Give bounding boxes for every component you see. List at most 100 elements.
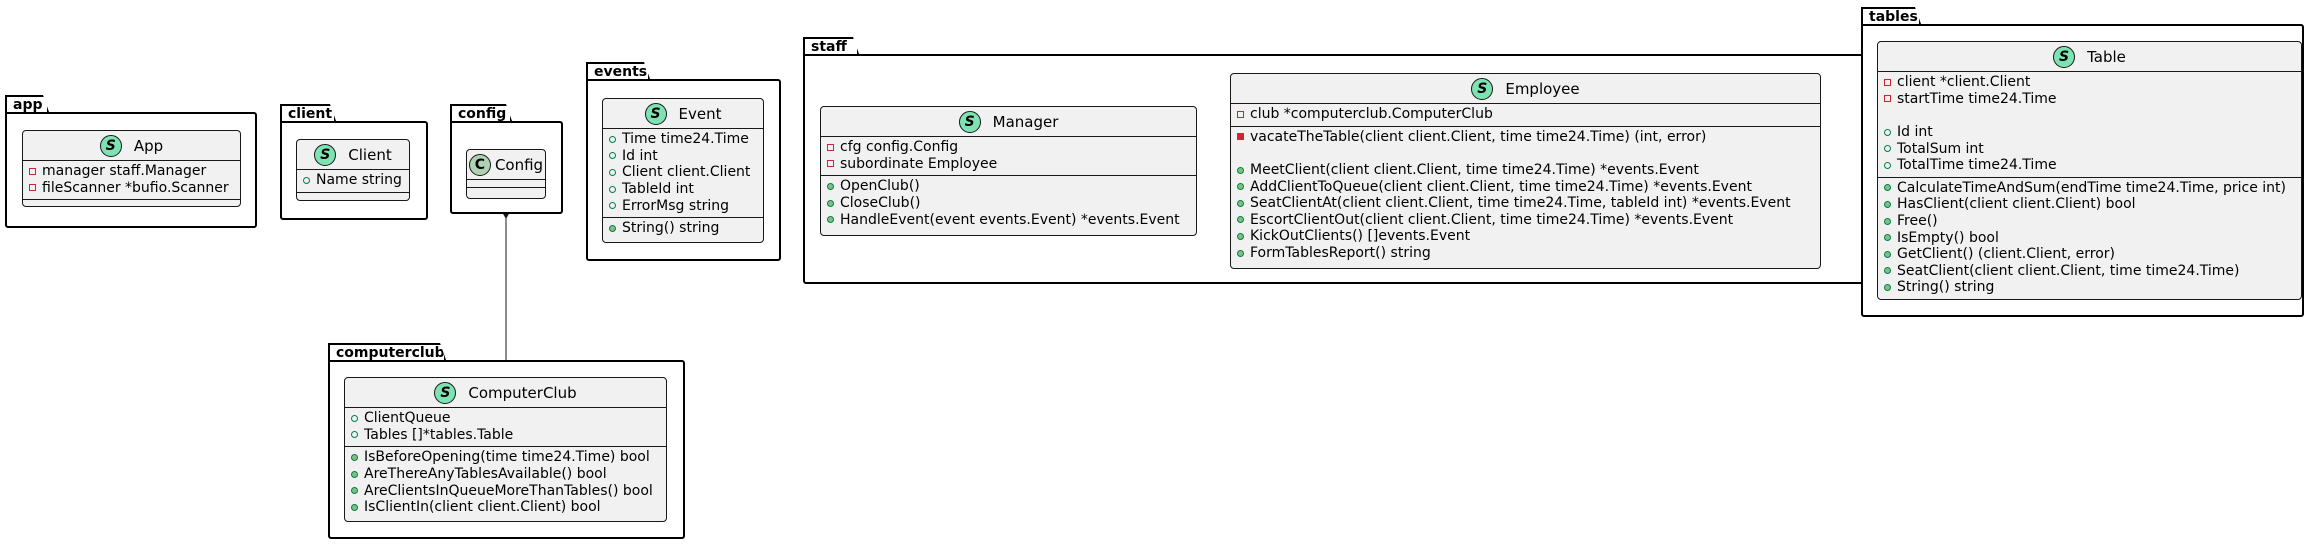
field-row: club *computerclub.ComputerClub: [1237, 106, 1814, 123]
method-section: IsBeforeOpening(time time24.Time) bool A…: [345, 447, 666, 518]
public-marker-icon: [1884, 145, 1891, 153]
method-row: FormTablesReport() string: [1237, 245, 1814, 262]
field-section: ClientQueue Tables []*tables.Table: [345, 408, 666, 448]
class-table: S Table client *client.Client startTime …: [1877, 41, 2302, 300]
method-text: AddClientToQueue(client client.Client, t…: [1250, 178, 1752, 195]
class-header: S Event: [603, 99, 763, 129]
field-text: ErrorMsg string: [622, 197, 730, 214]
public-method-marker-icon: [1884, 267, 1891, 275]
method-row: HandleEvent(event events.Event) *events.…: [827, 211, 1190, 228]
private-marker-icon: [1884, 78, 1891, 86]
class-header: S Employee: [1231, 74, 1820, 104]
class-header: S Table: [1878, 42, 2301, 72]
package-computerclub: computerclub S ComputerClub ClientQueue …: [328, 343, 685, 539]
method-row: AreThereAnyTablesAvailable() bool: [351, 466, 660, 483]
struct-badge-icon: S: [644, 102, 667, 125]
field-text: Client client.Client: [622, 164, 751, 181]
field-row: TotalTime time24.Time: [1884, 157, 2295, 174]
field-section: club *computerclub.ComputerClub: [1231, 104, 1820, 127]
package-tables: tables S Table client *client.Client sta…: [1861, 7, 2304, 317]
field-text: Id int: [622, 147, 658, 164]
field-text: Tables []*tables.Table: [364, 426, 514, 443]
method-text: AreClientsInQueueMoreThanTables() bool: [364, 482, 653, 499]
public-marker-icon: [609, 152, 616, 160]
field-row: Name string: [303, 172, 403, 189]
field-text: startTime time24.Time: [1897, 90, 2057, 107]
struct-badge-icon: S: [958, 110, 981, 133]
field-row: client *client.Client: [1884, 74, 2295, 91]
package-app: app S App manager staff.Manager fileScan…: [5, 95, 257, 228]
method-text: AreThereAnyTablesAvailable() bool: [364, 466, 607, 483]
public-method-marker-icon: [1237, 216, 1244, 224]
method-row: EscortClientOut(client client.Client, ti…: [1237, 212, 1814, 229]
class-header: S Client: [297, 140, 409, 170]
private-method-marker-icon: [1237, 133, 1244, 141]
public-marker-icon: [351, 414, 358, 422]
public-marker-icon: [609, 168, 616, 176]
public-method-marker-icon: [351, 453, 358, 461]
method-text: IsClientIn(client client.Client) bool: [364, 499, 601, 516]
field-row: Tables []*tables.Table: [351, 427, 660, 444]
field-row: fileScanner *bufio.Scanner: [29, 180, 234, 197]
field-text: manager staff.Manager: [42, 163, 207, 180]
method-row: CloseClub(): [827, 195, 1190, 212]
public-method-marker-icon: [1237, 166, 1244, 174]
field-section: [467, 180, 545, 188]
package-client: client S Client Name string: [280, 104, 428, 220]
field-text: cfg config.Config: [840, 139, 959, 156]
package-label: app: [5, 95, 49, 112]
private-marker-icon: [827, 143, 834, 151]
struct-badge-icon: S: [99, 134, 122, 157]
method-text: IsBeforeOpening(time time24.Time) bool: [364, 449, 650, 466]
class-name: Manager: [992, 112, 1059, 131]
method-text: vacateTheTable(client client.Client, tim…: [1250, 128, 1707, 145]
field-text: subordinate Employee: [840, 155, 998, 172]
class-header: S Manager: [821, 107, 1196, 137]
class-name: ComputerClub: [468, 383, 577, 402]
field-row: ClientQueue: [351, 410, 660, 427]
method-row: AddClientToQueue(client client.Client, t…: [1237, 178, 1814, 195]
public-method-marker-icon: [1884, 184, 1891, 192]
method-text: FormTablesReport() string: [1250, 245, 1431, 262]
method-row: CalculateTimeAndSum(endTime time24.Time,…: [1884, 180, 2295, 197]
field-text: Name string: [316, 172, 402, 189]
class-header: S App: [23, 131, 240, 161]
package-label: staff: [803, 37, 859, 54]
class-name: App: [133, 136, 164, 155]
public-method-marker-icon: [1884, 234, 1891, 242]
field-text: Time time24.Time: [622, 131, 749, 148]
package-label: config: [450, 104, 512, 121]
public-marker-icon: [351, 431, 358, 439]
field-text: fileScanner *bufio.Scanner: [42, 179, 229, 196]
method-section: [297, 193, 409, 201]
private-marker-icon: [1237, 110, 1244, 118]
class-badge-icon: C: [468, 153, 491, 176]
method-row: SeatClient(client client.Client, time ti…: [1884, 263, 2295, 280]
public-method-marker-icon: [1237, 232, 1244, 240]
field-section: Name string: [297, 170, 409, 193]
public-method-marker-icon: [351, 487, 358, 495]
method-row: IsBeforeOpening(time time24.Time) bool: [351, 449, 660, 466]
method-section: OpenClub() CloseClub() HandleEvent(event…: [821, 176, 1196, 231]
package-config: config C Config: [450, 104, 563, 214]
method-section: [467, 188, 545, 196]
field-section: Time time24.Time Id int Client client.Cl…: [603, 129, 763, 218]
class-computerclub: S ComputerClub ClientQueue Tables []*tab…: [344, 377, 667, 522]
method-row: KickOutClients() []events.Event: [1237, 228, 1814, 245]
field-text: TotalTime time24.Time: [1897, 157, 2057, 174]
member-spacer: [1884, 107, 2295, 124]
package-label: events: [586, 62, 650, 79]
class-name: Client: [348, 145, 392, 164]
method-section: CalculateTimeAndSum(endTime time24.Time,…: [1878, 178, 2301, 299]
class-header: S ComputerClub: [345, 378, 666, 408]
class-name: Config: [494, 155, 544, 174]
method-section: String() string: [603, 218, 763, 240]
member-spacer: [1237, 145, 1814, 162]
field-section: cfg config.Config subordinate Employee: [821, 137, 1196, 177]
field-text: club *computerclub.ComputerClub: [1250, 106, 1493, 123]
field-text: client *client.Client: [1897, 74, 2031, 91]
method-section: [23, 200, 240, 208]
public-method-marker-icon: [351, 503, 358, 511]
public-marker-icon: [609, 202, 616, 210]
